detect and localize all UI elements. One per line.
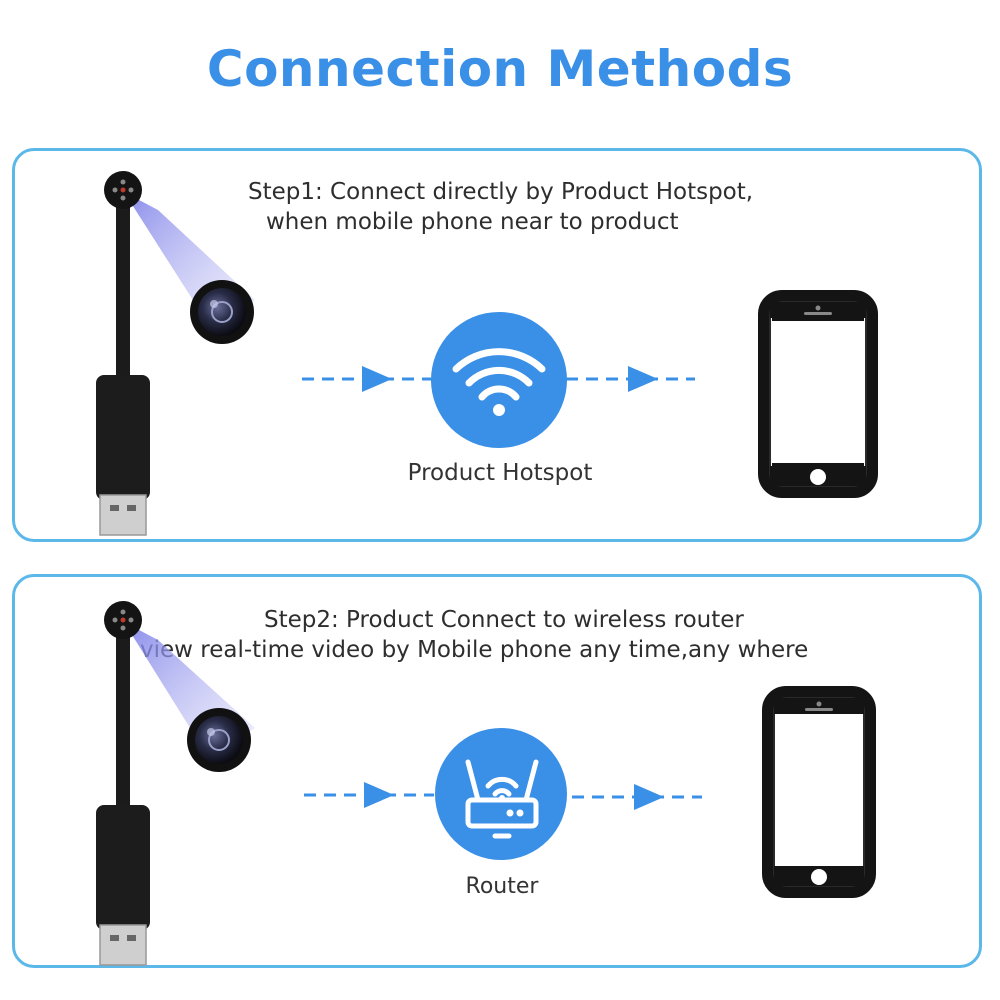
step2-line2: view real-time video by Mobile phone any… — [140, 637, 809, 663]
arrow-camera-to-hotspot — [302, 366, 432, 392]
phone-icon-1 — [758, 290, 878, 498]
usb-plug-1 — [99, 494, 147, 536]
camera-ribbon-cable-2 — [116, 625, 130, 815]
camera-device-2 — [96, 601, 255, 966]
arrow-router-to-phone — [572, 784, 702, 810]
usb-plug-2 — [99, 924, 147, 966]
page-title: Connection Methods — [206, 40, 794, 98]
camera-device-1 — [96, 171, 255, 536]
hotspot-label: Product Hotspot — [407, 460, 593, 486]
arrow-camera-to-router — [304, 782, 434, 808]
step1-line1: Step1: Connect directly by Product Hotsp… — [248, 179, 754, 205]
router-label: Router — [465, 874, 539, 899]
router-hub — [435, 728, 567, 860]
step1-line2: when mobile phone near to product — [266, 209, 679, 235]
camera-module-1 — [96, 375, 150, 500]
phone-icon-2 — [762, 686, 876, 898]
camera-module-2 — [96, 805, 150, 930]
step2-line1: Step2: Product Connect to wireless route… — [264, 607, 744, 633]
wifi-icon — [452, 348, 546, 401]
arrow-hotspot-to-phone — [566, 366, 695, 392]
camera-ribbon-cable-1 — [116, 195, 130, 385]
hotspot-hub — [431, 312, 567, 448]
